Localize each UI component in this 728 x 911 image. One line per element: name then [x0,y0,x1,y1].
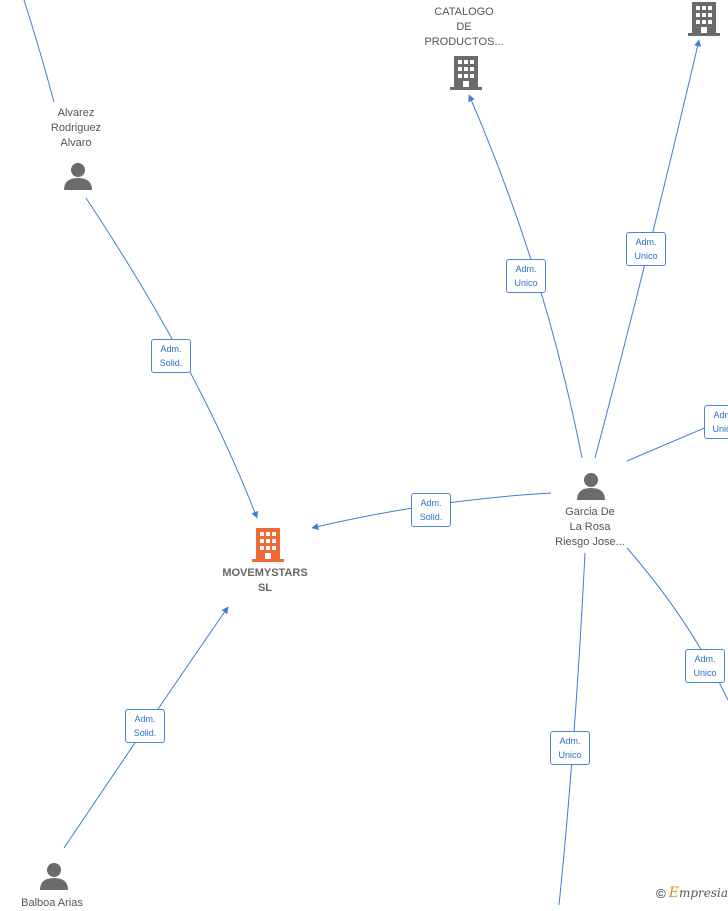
edge-label-garcia-bottom: Adm. Unico [550,731,590,765]
person-icon[interactable] [40,863,68,890]
edge-garcia-bottom [558,552,586,905]
copyright-footer: © Empresia [656,885,728,901]
node-label-catalogo[interactable]: CATALOGO DE PRODUCTOS... [424,6,504,48]
person-icon[interactable] [64,163,92,190]
edge-label-garcia-topright: Adm. Unico [626,232,666,266]
edge-label-garcia-right: Adm. Unico [704,405,728,439]
building-icon[interactable] [450,56,482,90]
edge-label-garcia-movemystars: Adm. Solid. [411,493,451,527]
person-icon[interactable] [577,473,605,500]
node-label-movemystars[interactable]: MOVEMYSTARS SL [222,567,308,594]
edge-label-garcia-lowright: Adm. Unico [685,649,725,683]
edge-label-alvarez-movemystars: Adm. Solid. [151,339,191,373]
node-label-garcia[interactable]: Garcia De La Rosa Riesgo Jose... [555,506,625,548]
building-icon[interactable] [688,2,720,36]
edge-offscreen-alvarez [23,0,55,103]
node-label-balboa[interactable]: Balboa Arias [21,897,83,909]
edge-label-balboa-movemystars: Adm. Solid. [125,709,165,743]
copyright-icon: © [656,885,666,901]
node-label-alvarez[interactable]: Alvarez Rodriguez Alvaro [50,107,102,149]
building-icon-main[interactable] [252,528,284,562]
edge-label-garcia-catalogo: Adm. Unico [506,259,546,293]
brand-logo[interactable]: Empresia [668,885,728,901]
